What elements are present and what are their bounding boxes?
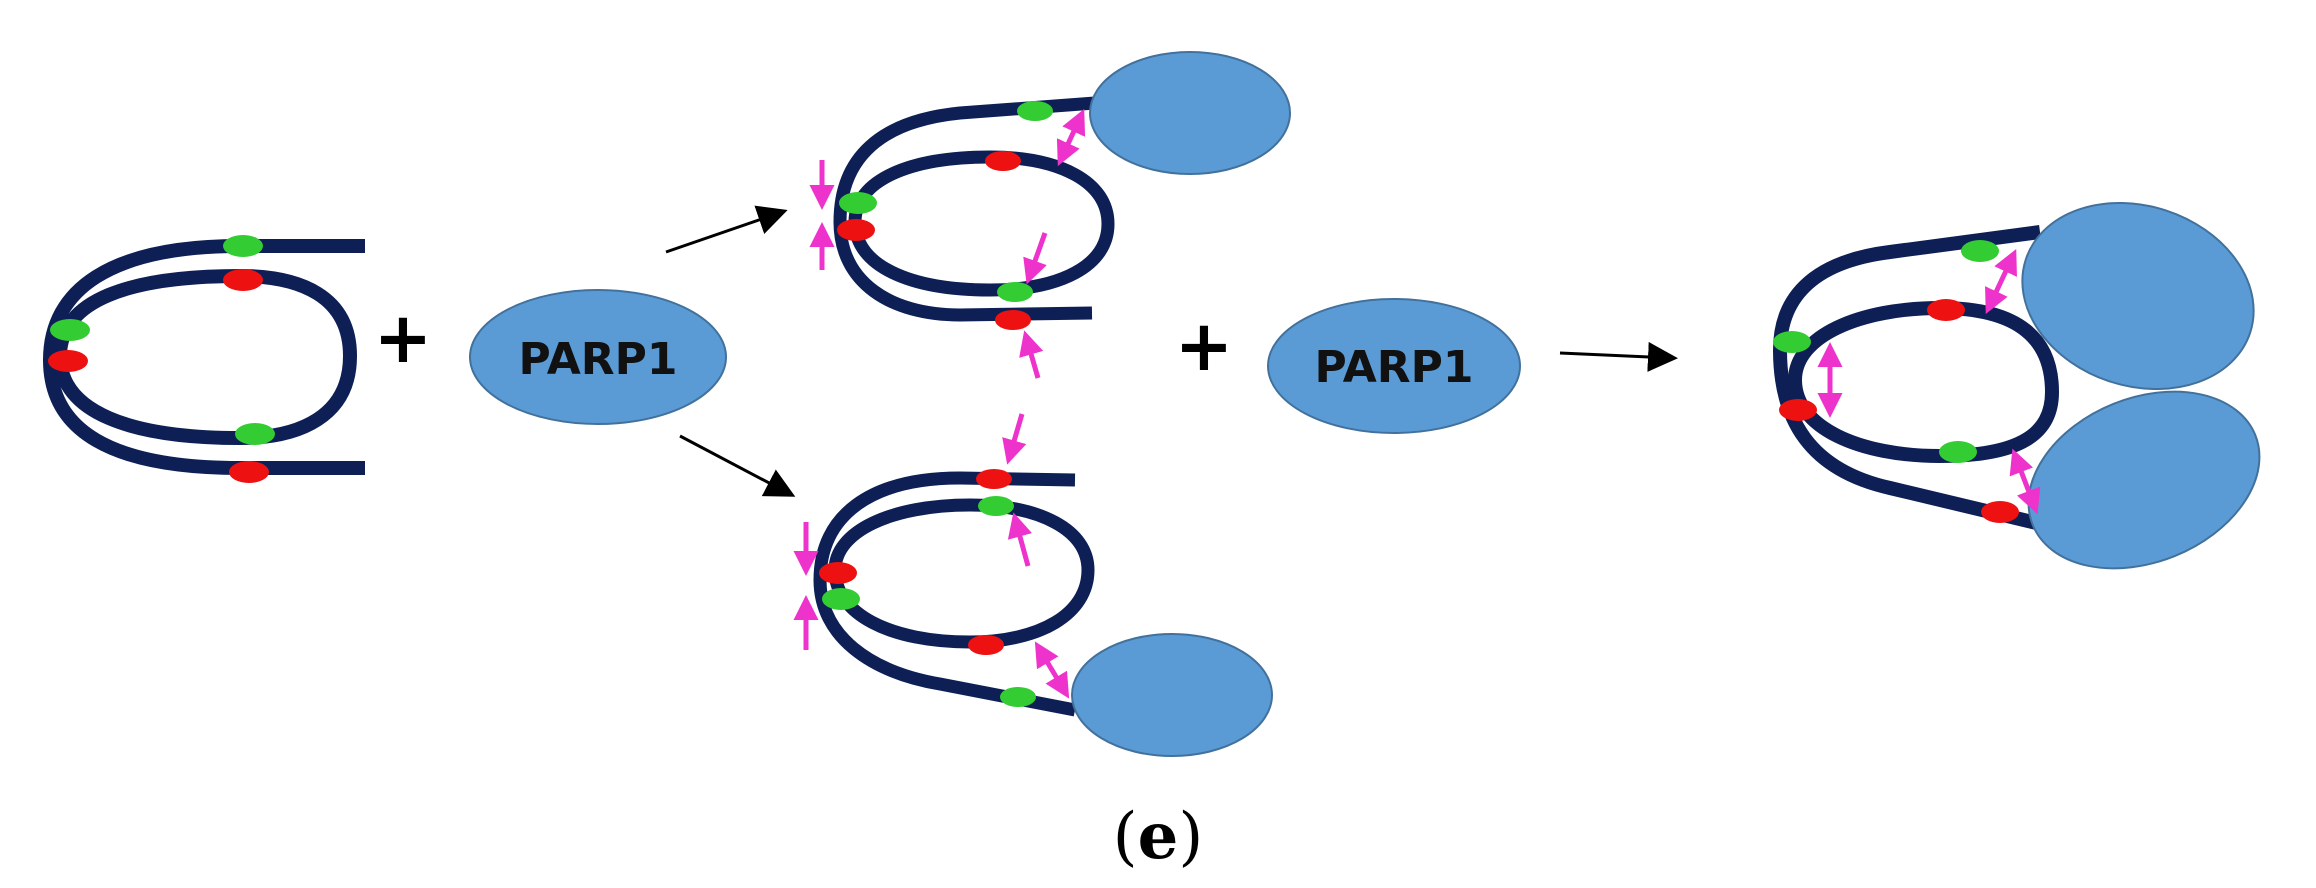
interaction-arrow <box>1034 641 1070 699</box>
final-complex <box>1772 201 2261 570</box>
parp1-protein: PARP1 <box>469 289 727 425</box>
red-site <box>223 269 263 291</box>
parp1-protein-bound <box>2021 201 2255 391</box>
flow-arrow <box>665 205 788 254</box>
flow-arrow <box>1559 341 1678 372</box>
figure-caption: (e) <box>1113 799 1204 874</box>
interaction-arrow <box>1985 248 2017 315</box>
parp1-protein-bound <box>1089 51 1291 175</box>
red-site <box>229 461 269 483</box>
red-site <box>837 219 875 241</box>
interaction-arrow <box>1007 512 1033 567</box>
red-site <box>819 562 857 584</box>
red-site <box>985 151 1021 171</box>
parp1-protein-bound <box>1071 633 1273 757</box>
red-site <box>48 350 88 372</box>
red-site <box>1927 299 1965 321</box>
dna-outer-strand <box>813 471 1077 717</box>
red-site <box>1779 399 1817 421</box>
green-site <box>50 319 90 341</box>
green-site <box>1961 240 1999 262</box>
interaction-arrow <box>1056 108 1086 167</box>
green-site <box>235 423 275 445</box>
protein-label: PARP1 <box>518 334 677 385</box>
parp1-protein: PARP1 <box>1267 298 1521 434</box>
green-site <box>1939 441 1977 463</box>
intermediate-bottom-complex <box>793 413 1273 757</box>
dna-inner-strand <box>52 268 358 446</box>
green-site <box>997 282 1033 302</box>
green-site <box>1000 687 1036 707</box>
interaction-arrow <box>1019 330 1044 379</box>
dna-inner-strand <box>1787 300 2060 464</box>
green-site <box>978 496 1014 516</box>
intermediate-top-complex <box>809 51 1291 379</box>
red-site <box>995 310 1031 330</box>
red-site <box>1981 501 2019 523</box>
green-site <box>822 588 860 610</box>
plus-sign: + <box>1175 305 1234 387</box>
red-site <box>976 469 1012 489</box>
protein-label: PARP1 <box>1314 342 1473 393</box>
parp1-protein-bound <box>2027 390 2261 570</box>
dna-outer-strand <box>833 96 1096 322</box>
free-dna-loop <box>42 235 365 483</box>
red-site <box>968 635 1004 655</box>
dna-inner-strand <box>828 498 1095 649</box>
plus-sign: + <box>374 297 433 379</box>
green-site <box>1017 101 1053 121</box>
green-site <box>1773 331 1811 353</box>
flow-arrow <box>679 434 796 497</box>
dna-inner-strand <box>848 150 1115 297</box>
interaction-arrow <box>1023 232 1048 285</box>
green-site <box>839 192 877 214</box>
interaction-arrow <box>1002 413 1027 465</box>
green-site <box>223 235 263 257</box>
interaction-arrow <box>2009 448 2041 515</box>
